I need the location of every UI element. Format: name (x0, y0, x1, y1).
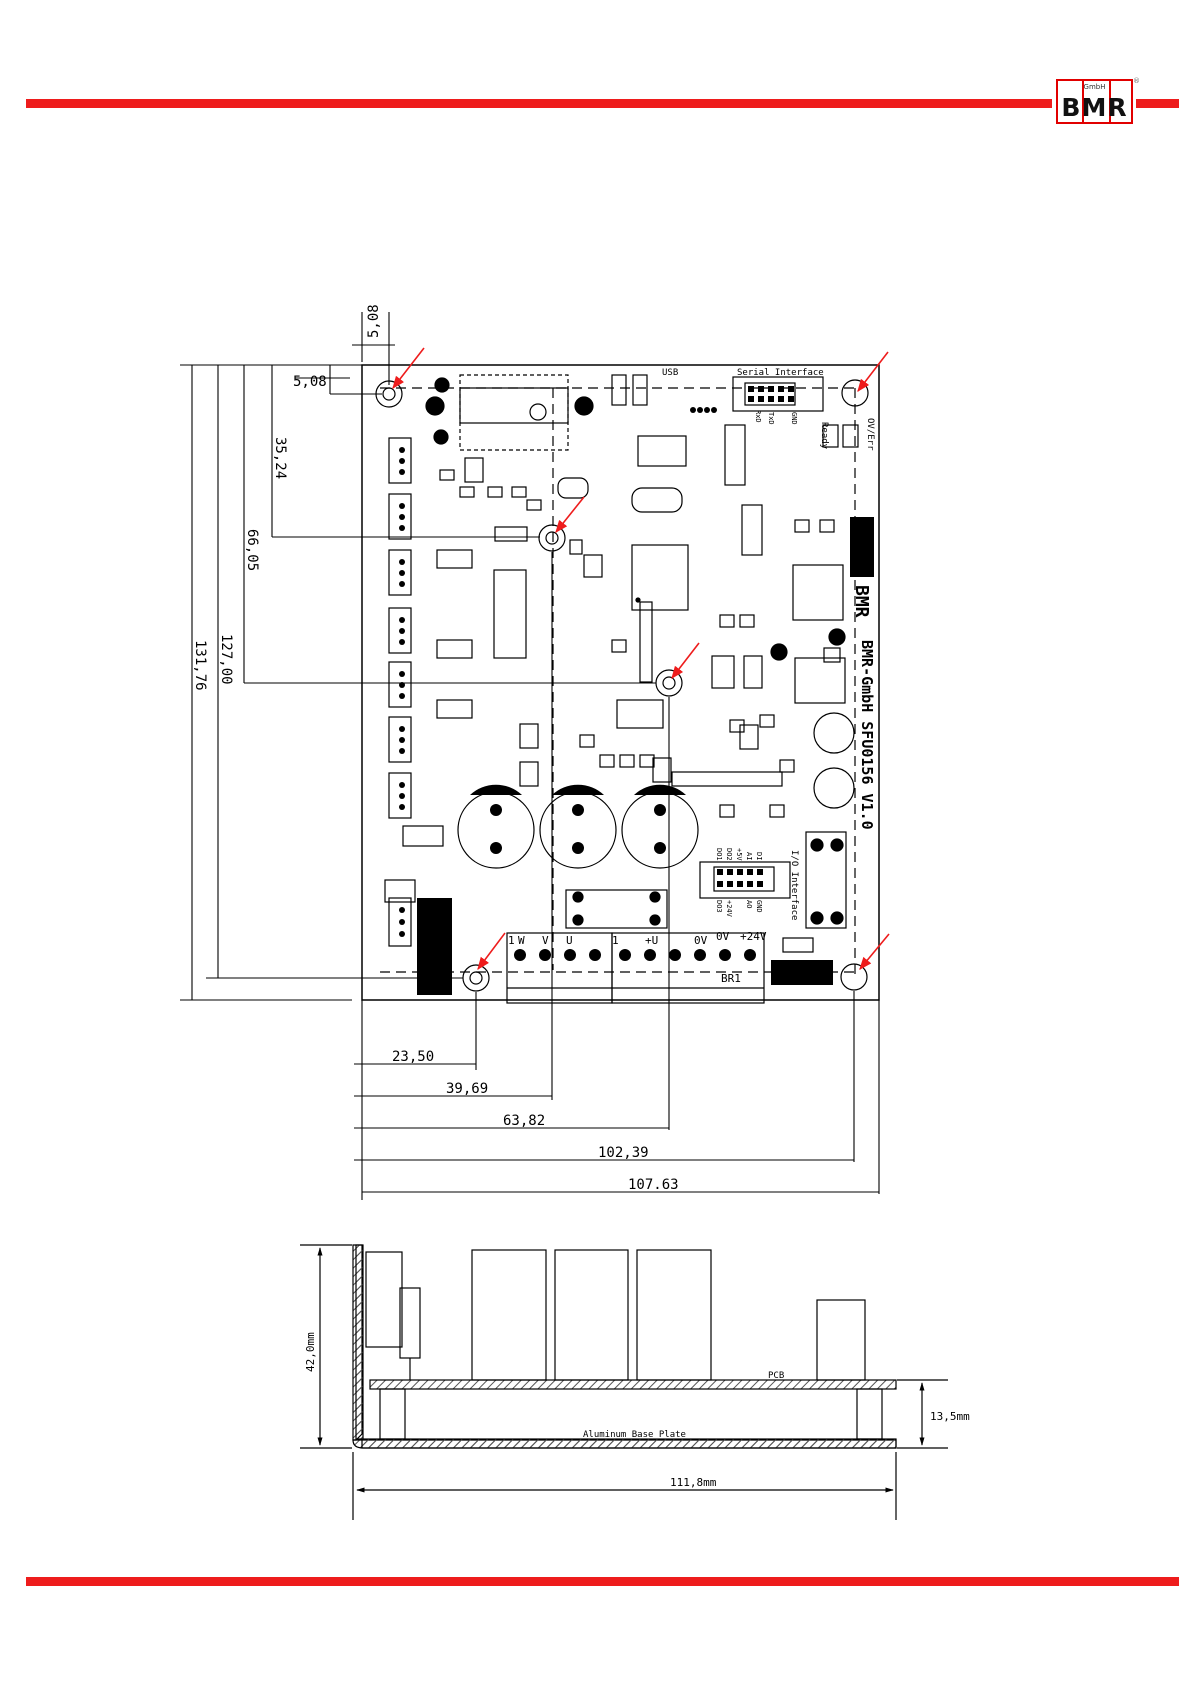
io-pin-5v: +5V (735, 848, 743, 861)
serial-interface-label: Serial Interface (737, 368, 824, 378)
footer-bar (26, 1577, 1179, 1586)
header-bar (26, 99, 1052, 108)
dim-bottom-39-69: 39,69 (446, 1081, 488, 1097)
dim-bottom-23-50: 23,50 (392, 1049, 434, 1065)
side-width-dim: 111,8mm (670, 1476, 717, 1489)
txd-label: TxD (767, 412, 775, 425)
dim-left-5-08: 5,08 (293, 374, 327, 390)
io-pin-do1: DO1 (715, 848, 723, 861)
terminal-label-1a: 1 (508, 934, 515, 947)
gnd-label: GND (790, 412, 798, 425)
side-pcb (370, 1380, 896, 1389)
side-pcb-label: PCB (768, 1371, 784, 1381)
io-pin-ai: AI (745, 852, 753, 860)
terminal-label-24v: +24V (740, 930, 767, 943)
terminal-label-0v-b: 0V (716, 930, 730, 943)
ready-label: Ready (819, 422, 829, 450)
dim-bottom-63-82: 63,82 (503, 1113, 545, 1129)
io-interface-label: I/O Interface (789, 850, 799, 920)
terminal-label-plus-u: +U (645, 934, 658, 947)
header-bar-right (1136, 99, 1179, 108)
terminal-label-v: V (542, 934, 549, 947)
io-pin-do3: DO3 (715, 900, 723, 913)
dim-bottom-107-63: 107.63 (628, 1177, 679, 1193)
terminal-label-u: U (566, 934, 573, 947)
io-pin-24v: +24V (725, 900, 733, 918)
pcb-top-view (362, 365, 879, 1003)
side-view (300, 1245, 948, 1520)
dim-left-66-05: 66,05 (244, 529, 260, 571)
terminal-label-0v-a: 0V (694, 934, 708, 947)
io-pin-gnd: GND (755, 900, 763, 913)
side-height-dim: 42,0mm (304, 1332, 317, 1372)
dim-bottom-102-39: 102,39 (598, 1145, 649, 1161)
dim-left-131-76: 131,76 (192, 640, 208, 691)
terminal-label-w: W (518, 934, 525, 947)
usb-label: USB (662, 368, 678, 378)
board-logo: BMR (851, 585, 872, 618)
side-base-plate-label: Aluminum Base Plate (583, 1430, 686, 1440)
br1-label: BR1 (721, 972, 741, 985)
rxd-label: RxD (754, 410, 762, 423)
io-pin-di: DI (755, 852, 763, 860)
side-standoff-dim: 13,5mm (930, 1410, 970, 1423)
io-pin-do2: DO2 (725, 848, 733, 861)
io-pin-ao: AO (745, 900, 753, 908)
dim-left-35-24: 35,24 (272, 437, 288, 479)
dim-left-127-00: 127,00 (218, 634, 234, 685)
ov-err-label: OV/Err (865, 418, 875, 451)
terminal-label-1b: 1 (612, 934, 619, 947)
board-silkscreen: BMR-GmbH SFU0156 V1.0 (858, 640, 876, 830)
dim-top-5-08: 5,08 (366, 304, 382, 338)
